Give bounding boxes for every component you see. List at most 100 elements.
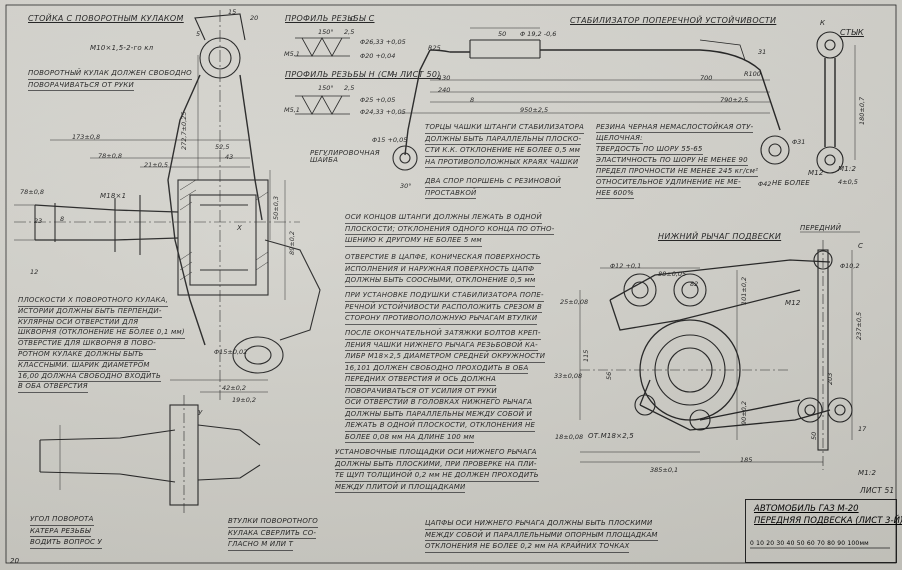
dim-89: 89±0,2 xyxy=(288,230,296,255)
title-block: АВТОМОБИЛЬ ГАЗ М-20 ПЕРЕДНЯЯ ПОДВЕСКА (Л… xyxy=(745,499,902,563)
stab-d15: Φ15 +0,05 xyxy=(372,136,408,144)
kingpin-bottom-view xyxy=(39,395,261,515)
title-block-vehicle: АВТОМОБИЛЬ ГАЗ М-20 xyxy=(754,504,859,514)
dim-23: 23 xyxy=(34,217,43,225)
stab-30: 30° xyxy=(400,182,412,190)
arm-237: 237±0,5 xyxy=(855,311,863,340)
thread-profiles xyxy=(295,37,350,115)
sheet-frame xyxy=(5,4,897,564)
label-h: Н xyxy=(392,71,398,79)
dim-19: 19±0,2 xyxy=(232,396,257,404)
arm-203: 203 xyxy=(826,372,834,385)
corner-mark: 20 xyxy=(10,557,20,565)
dim-42: 42±0,2 xyxy=(222,384,247,392)
arm-d12: Φ12 +0,1 xyxy=(610,262,642,270)
arm-50: 50 xyxy=(810,431,818,440)
thr-h-m51: М5,1 xyxy=(284,106,300,114)
note-stabilizer-install: ПРИ УСТАНОВКЕ ПОДУШКИ СТАБИЛИЗАТОРА ПОПЕ… xyxy=(345,290,544,325)
dim-43: 43 xyxy=(225,153,234,161)
label-om18: ОТ.М18×2,5 xyxy=(588,432,634,440)
dim-272: 272,7±0,25 xyxy=(180,111,188,150)
label-m12-2: М12 xyxy=(785,299,801,307)
dim-5: 5 xyxy=(196,30,201,38)
label-thread-m10: М10×1,5-2-го кл xyxy=(90,44,154,52)
label-scale-m12: М1:2 xyxy=(858,469,877,477)
stab-r100: R100 xyxy=(744,70,761,78)
stabilizer-bar xyxy=(392,27,790,171)
label-x: Х xyxy=(237,224,242,232)
link-view xyxy=(816,31,856,174)
title-kingpin: СТОЙКА С ПОВОРОТНЫМ КУЛАКОМ xyxy=(28,14,184,23)
note-cup-axes: ЦАПФЫ ОСИ НИЖНЕГО РЫЧАГА ДОЛЖНЫ БЫТЬ ПЛО… xyxy=(425,518,658,553)
label-k: К xyxy=(820,19,826,27)
note-rubber: РЕЗИНА ЧЕРНАЯ НЕМАСЛОСТОЙКАЯ ОТУ-ЩЕЛОЧНА… xyxy=(596,123,759,199)
dim-15: 15 xyxy=(228,8,237,16)
stab-8: 8 xyxy=(470,96,475,104)
dim-78b: 78±0,8 xyxy=(20,188,45,196)
link-180: 180±0,7 xyxy=(858,96,866,125)
arm-101: 101±0,2 xyxy=(740,276,748,305)
scale-ticks: 0 10 20 30 40 50 60 70 80 90 100мм xyxy=(750,540,869,547)
stab-50: 50 xyxy=(498,30,507,38)
arm-385: 385±0,1 xyxy=(650,466,679,474)
arm-88: 88±0,05 xyxy=(658,270,687,278)
dim-50: 50±0,3 xyxy=(272,195,280,220)
arm-82: 82 xyxy=(690,280,699,288)
arm-33: 33±0,08 xyxy=(554,372,583,380)
arm-90: 90±0,2 xyxy=(740,400,748,425)
link-d42: Φ42 xyxy=(758,180,772,188)
label-c-arm: С xyxy=(858,242,864,250)
arm-56: 56 xyxy=(605,371,613,380)
dim-52-5: 52,5 xyxy=(215,143,230,151)
arm-18: 18±0,08 xyxy=(555,433,584,441)
stab-240: 240 xyxy=(438,86,451,94)
thr-c-150: 150° xyxy=(318,28,334,36)
dim-173: 173±0,8 xyxy=(72,133,101,141)
stab-130: 130 xyxy=(438,74,451,82)
note-cone-hole: ОТВЕРСТИЕ В ЦАПФЕ, КОНИЧЕСКАЯ ПОВЕРХНОСТ… xyxy=(345,252,541,287)
thr-c-d2: Φ20 +0,04 xyxy=(360,52,396,60)
sheet-number: ЛИСТ 51 xyxy=(860,486,895,495)
dim-d15: Φ15±0,02 xyxy=(214,348,248,356)
dim-20: 20 xyxy=(250,14,259,22)
thr-h-d1: Φ25 +0,05 xyxy=(360,96,396,104)
label-adjust-washer: РЕГУЛИРОВОЧНАЯ ШАЙБА xyxy=(310,149,380,164)
title-thread-h: ПРОФИЛЬ РЕЗЬБЫ Н (СМ. ЛИСТ 50) xyxy=(285,70,441,79)
arm-d10: Φ10,2 xyxy=(840,262,860,270)
title-thread-c: ПРОФИЛЬ РЕЗЬБЫ С xyxy=(285,14,375,23)
kingpin-knuckle-view xyxy=(14,10,321,400)
label-front: ПЕРЕДНИЙ xyxy=(800,224,842,232)
title-stabilizer: СТАБИЛИЗАТОР ПОПЕРЕЧНОЙ УСТОЙЧИВОСТИ xyxy=(570,16,777,25)
link-4: 4±0,5 xyxy=(838,178,858,186)
arm-17: 17 xyxy=(858,425,867,433)
label-no-more: НЕ БОЛЕЕ xyxy=(772,179,810,187)
thr-c-25: 2,5 xyxy=(344,28,355,36)
lower-arm-view xyxy=(579,231,860,470)
dim-21: 21±0,5 xyxy=(144,161,169,169)
arm-115: 115 xyxy=(582,349,590,362)
note-holes-x: ПЛОСКОСТИ Х ПОВОРОТНОГО КУЛАКА,ИСТОРИИ Д… xyxy=(18,296,185,394)
stab-790: 790±2,5 xyxy=(720,96,749,104)
stab-700: 700 xyxy=(700,74,713,82)
stab-950: 950±2,5 xyxy=(520,106,549,114)
thr-h-d2: Φ24,33 +0,05 xyxy=(360,108,406,116)
title-lower-arm: НИЖНИЙ РЫЧАГ ПОДВЕСКИ xyxy=(658,232,782,241)
label-y: У xyxy=(198,409,203,417)
thr-h-150: 150° xyxy=(318,84,334,92)
dim-78: 78±0,8 xyxy=(98,152,123,160)
arm-185: 185 xyxy=(740,456,753,464)
label-c: С xyxy=(350,15,356,23)
thr-c-m51: М5,1 xyxy=(284,50,300,58)
stab-d192: Φ 19,2 -0,6 xyxy=(520,30,557,38)
title-link: СТЫК xyxy=(840,28,864,37)
note-final-tightening: ПОСЛЕ ОКОНЧАТЕЛЬНОЙ ЗАТЯЖКИ БОЛТОВ КРЕП-… xyxy=(345,328,546,398)
dim-12: 12 xyxy=(30,268,39,276)
arm-25: 25±0,08 xyxy=(560,298,589,306)
